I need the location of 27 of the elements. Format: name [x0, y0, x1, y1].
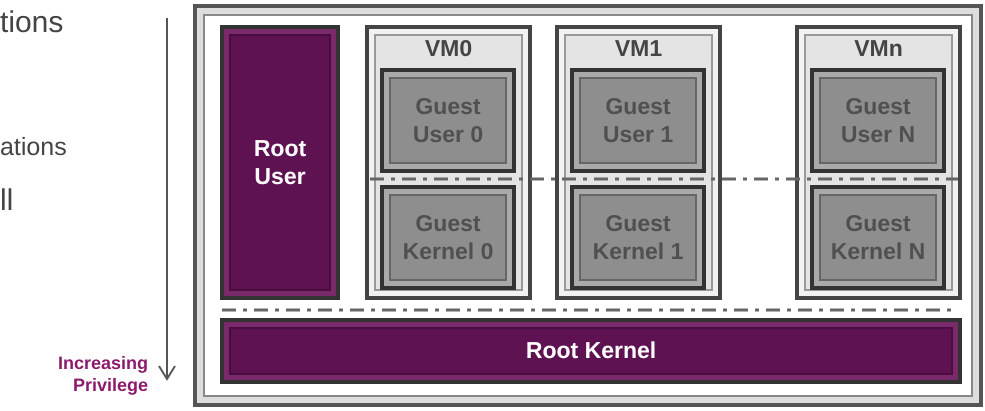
cropped-text: tions: [0, 6, 64, 40]
axis-label: Increasing Privilege: [56, 353, 148, 396]
guest-box: [810, 185, 946, 290]
guest-box: [380, 68, 516, 173]
cropped-text: ll: [0, 184, 14, 218]
vm-title: VM1: [614, 35, 664, 62]
box-label: Guest User 1: [602, 92, 674, 148]
box-label: Guest User 0: [412, 92, 484, 148]
box-label: Root User: [252, 134, 308, 190]
root-box: [220, 318, 962, 384]
box-label: Guest Kernel N: [830, 210, 926, 266]
box-label: Guest Kernel 1: [592, 210, 684, 266]
guest-box: [570, 68, 706, 173]
vm-box: [555, 25, 722, 300]
root-box: [220, 25, 340, 300]
box-label: Root Kernel: [526, 337, 656, 365]
vm-title: VM0: [424, 35, 474, 62]
guest-box: [810, 68, 946, 173]
box-label: Guest Kernel 0: [402, 210, 494, 266]
guest-box: [380, 185, 516, 290]
cropped-text: ations: [0, 133, 67, 162]
vm-box: [795, 25, 962, 300]
guest-box: [570, 185, 706, 290]
box-label: Guest User N: [840, 92, 916, 148]
vm-title: VMn: [853, 35, 904, 62]
vm-box: [365, 25, 532, 300]
system-frame: [193, 4, 983, 407]
